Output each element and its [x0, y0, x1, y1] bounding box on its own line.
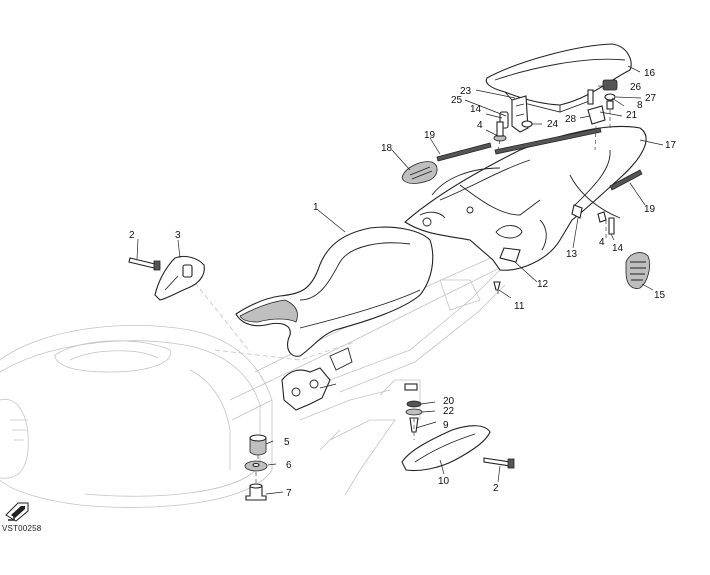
frame-bracket: [281, 347, 353, 411]
callout-28: 28: [565, 114, 577, 125]
callout-14: 14: [612, 243, 624, 254]
callout-2: 2: [129, 230, 135, 241]
screw-left: [128, 257, 161, 271]
figure-code: VST00258: [2, 524, 42, 533]
side-cover-panel: [401, 425, 515, 472]
leader-lines: [136, 65, 664, 495]
rider-seat: [235, 226, 434, 357]
seat-lock-bracket: [154, 255, 205, 301]
callout-6: 6: [286, 460, 292, 471]
callout-9: 9: [443, 420, 449, 431]
callout-23: 23: [460, 86, 472, 97]
rubber-mount-stack: [244, 434, 268, 501]
callout-11: 11: [514, 301, 525, 312]
callout-2: 2: [493, 483, 499, 494]
callout-1: 1: [313, 202, 319, 213]
callout-27: 27: [645, 93, 657, 104]
decal-strips: [436, 127, 643, 191]
callout-20: 20: [443, 396, 455, 407]
callout-18: 18: [381, 143, 393, 154]
callout-19: 19: [644, 204, 656, 215]
callout-8: 8: [637, 100, 643, 111]
ghost-fuel-tank: [0, 325, 273, 508]
callout-16: 16: [644, 68, 656, 79]
callout-22: 22: [443, 406, 455, 417]
callout-17: 17: [665, 140, 677, 151]
callout-14: 14: [470, 104, 482, 115]
ghost-frame: [184, 244, 521, 496]
orientation-icon: [5, 502, 29, 522]
tail-fairing: [404, 125, 647, 271]
callout-19: 19: [424, 130, 436, 141]
callout-12: 12: [537, 279, 549, 290]
callout-10: 10: [438, 476, 450, 487]
assembly-lines: [255, 110, 611, 484]
callout-5: 5: [284, 437, 290, 448]
callout-25: 25: [451, 95, 463, 106]
callout-7: 7: [286, 488, 292, 499]
seat-bracket: [493, 95, 533, 142]
callout-13: 13: [566, 249, 578, 260]
callout-15: 15: [654, 290, 666, 301]
callout-24: 24: [547, 119, 559, 130]
callout-labels: 1 2 3 4 4 5 6 7 8 9 10 11 12 13 14 14 15…: [129, 68, 677, 499]
callout-26: 26: [630, 82, 642, 93]
reflector-right: [625, 252, 650, 289]
mount-hardware-right: [404, 383, 423, 433]
reflector-left: [401, 161, 438, 184]
callout-4: 4: [477, 120, 483, 131]
callout-3: 3: [175, 230, 181, 241]
passenger-seat: [485, 43, 632, 113]
callout-21: 21: [626, 110, 638, 121]
callout-4: 4: [599, 237, 605, 248]
